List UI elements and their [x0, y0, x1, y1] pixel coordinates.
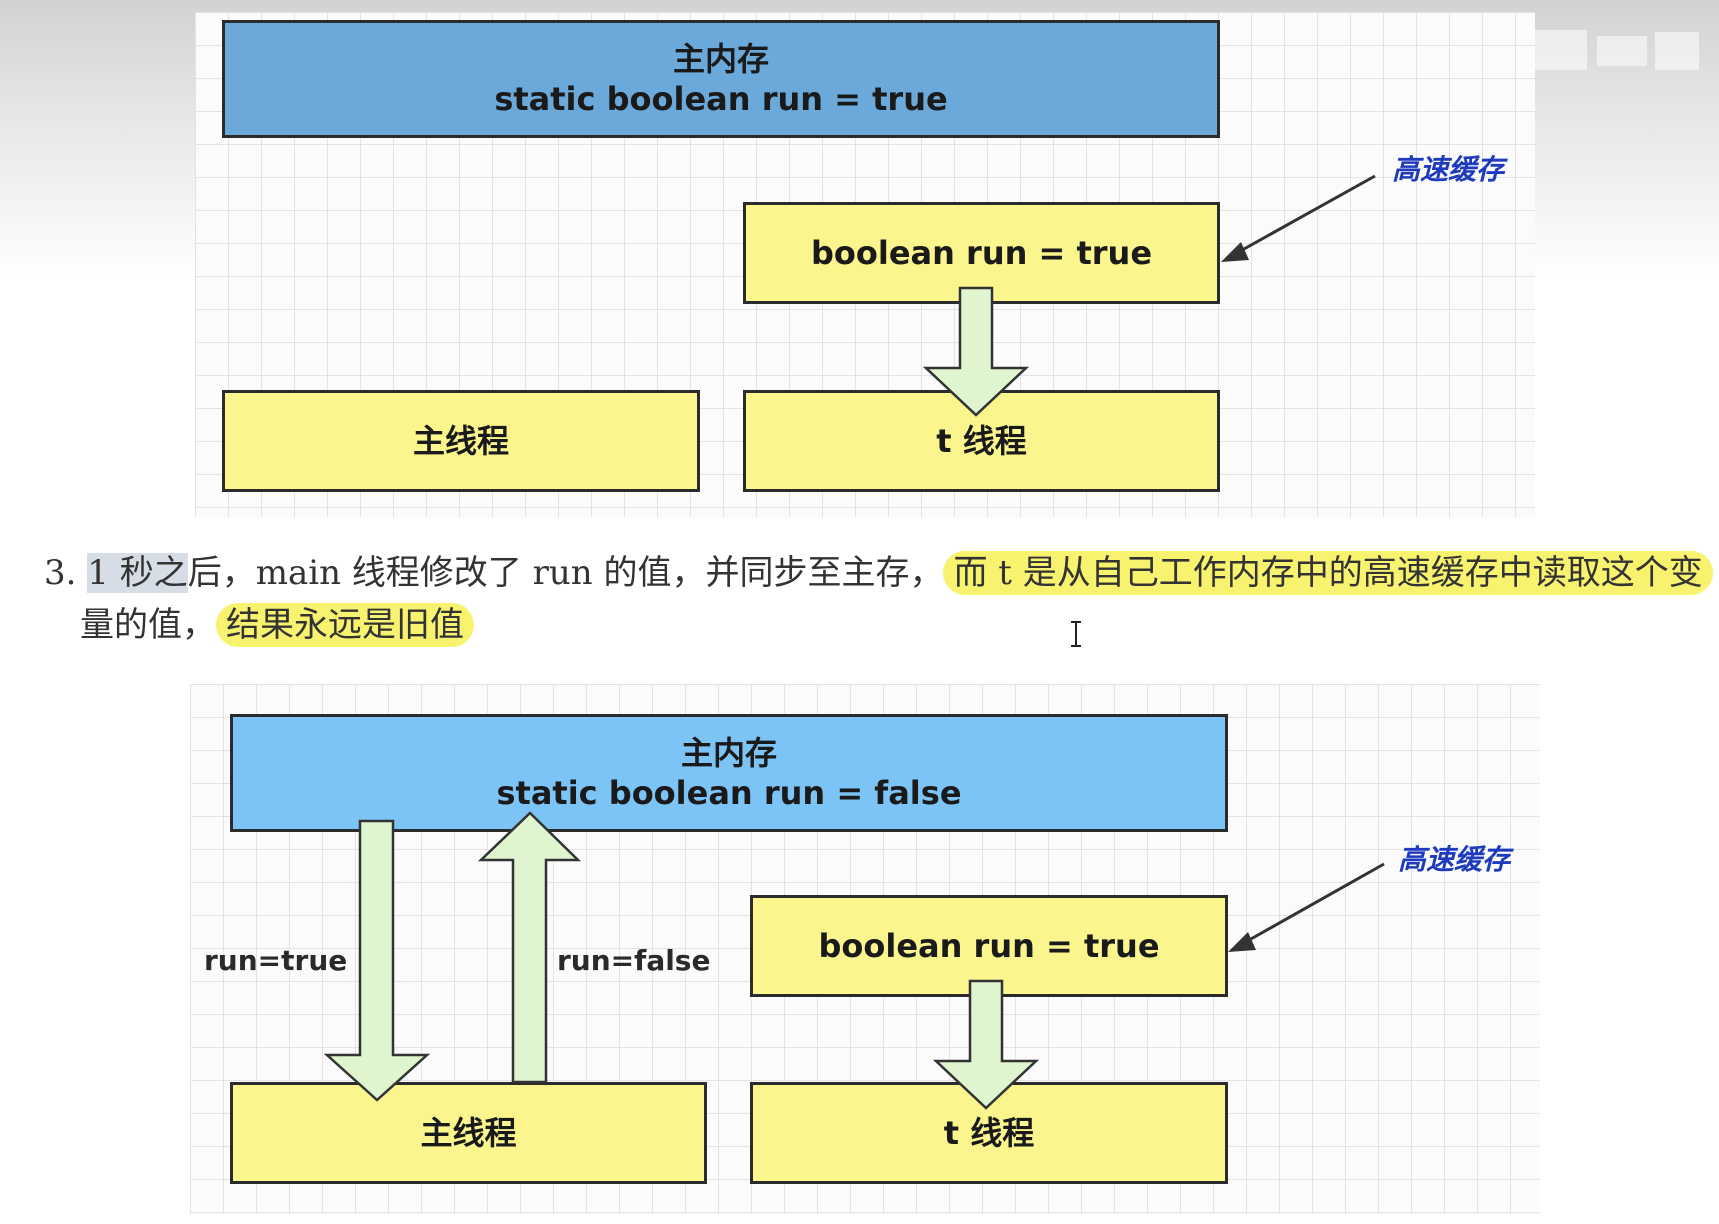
- diagram2-t-thread-box: t 线程: [750, 1082, 1228, 1184]
- diagram2-main-thread-label: 主线程: [420, 1114, 517, 1152]
- diagram2-main-to-memory-arrow: [477, 811, 582, 1084]
- diagram2-cache-box: boolean run = true: [750, 895, 1228, 997]
- diagram1-cache-pointer-arrow: [1221, 174, 1376, 262]
- diagram1-main-thread-box: 主线程: [222, 390, 700, 492]
- diagram2-arrow-up-label: run=false: [557, 944, 711, 977]
- diagram2-main-memory-box: 主内存 static boolean run = false: [230, 714, 1228, 832]
- diagram2-arrow-down-label: run=true: [204, 944, 348, 977]
- diagram1-cache-box-text: boolean run = true: [810, 234, 1153, 272]
- diagram2-memory-to-main-arrow: [323, 819, 431, 1102]
- paragraph-line-1: 3. 1 秒之后，main 线程修改了 run 的值，并同步至主存，而 t 是从…: [44, 548, 1713, 598]
- diagram2-cache-label: 高速缓存: [1398, 843, 1511, 876]
- paragraph-highlight-1: 而 t 是从自己工作内存中的高速缓存中读取这个变: [943, 551, 1713, 595]
- paragraph-highlight-2: 结果永远是旧值: [216, 603, 474, 647]
- diagram1-main-thread-label: 主线程: [412, 422, 509, 460]
- paragraph-number: 3.: [44, 553, 77, 593]
- diagram2-main-memory-code: static boolean run = false: [496, 774, 962, 812]
- diagram1-main-memory-box: 主内存 static boolean run = true: [222, 20, 1220, 138]
- diagram2-main-memory-title: 主内存: [680, 734, 777, 772]
- diagram2-main-thread-box: 主线程: [230, 1082, 707, 1184]
- diagram1-main-memory-code: static boolean run = true: [494, 80, 948, 118]
- diagram2-cache-box-text: boolean run = true: [818, 927, 1160, 965]
- paragraph-text-2: 量的值，: [80, 605, 216, 645]
- text-cursor-icon: [1071, 621, 1081, 647]
- paragraph-selected-text: 1 秒之: [87, 553, 188, 593]
- paragraph-text-1: 后，main 线程修改了 run 的值，并同步至主存，: [187, 553, 944, 593]
- diagram2-t-thread-label: t 线程: [943, 1114, 1035, 1152]
- diagram1-cache-to-thread-arrow: [922, 286, 1030, 417]
- diagram1-main-memory-title: 主内存: [672, 40, 769, 78]
- diagram1-t-thread-label: t 线程: [936, 422, 1027, 460]
- diagram1-cache-label: 高速缓存: [1392, 153, 1505, 186]
- diagram2-cache-to-thread-arrow: [932, 979, 1040, 1110]
- paragraph-line-2: 量的值，结果永远是旧值: [80, 600, 474, 650]
- diagram2-cache-pointer-arrow: [1228, 862, 1385, 952]
